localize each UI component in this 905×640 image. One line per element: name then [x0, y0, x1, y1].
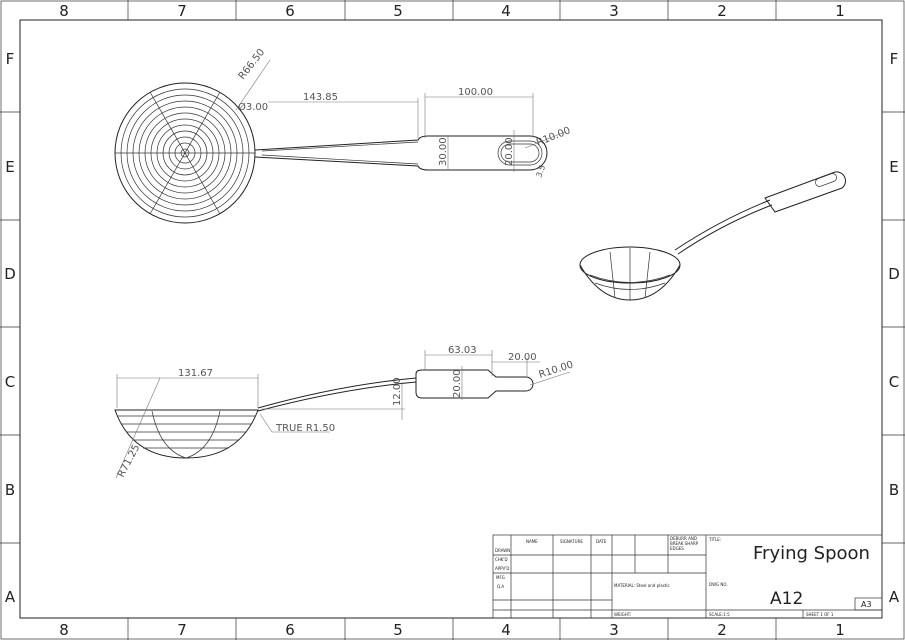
- header-date: DATE: [596, 539, 607, 544]
- zone-col-label: 5: [393, 621, 403, 639]
- sheet-number: SHEET 1 OF 1: [806, 612, 834, 617]
- dim-end-radius: R10.00: [538, 359, 575, 380]
- role-drawn: DRAWN: [495, 548, 510, 553]
- title-label: TITLE:: [708, 537, 721, 542]
- material-label: MATERIAL: Steel and plastic: [614, 583, 670, 588]
- shaft-profile: [257, 377, 417, 412]
- zone-col-label: 2: [717, 621, 727, 639]
- header-signature: SIGNATURE: [560, 539, 583, 544]
- zone-col-label: 3: [609, 621, 619, 639]
- zone-row-label: B: [889, 481, 899, 499]
- dim-fillet: TRUE R1.50: [275, 423, 335, 434]
- scale: SCALE:1:5: [709, 612, 730, 617]
- zone-row-label: C: [5, 373, 15, 391]
- zone-row-label: E: [889, 158, 898, 176]
- deburr-note: DEBURR AND: [670, 536, 697, 541]
- grip-profile: [415, 369, 534, 399]
- dim-bowl-radius: R66.50: [237, 47, 268, 82]
- zone-row-label: A: [889, 588, 900, 606]
- hanging-slot: [497, 140, 543, 166]
- zone-row-label: E: [5, 158, 14, 176]
- dim-grip-length: 100.00: [458, 87, 493, 98]
- zone-row-label: D: [4, 265, 16, 283]
- zone-col-label: 1: [835, 621, 845, 639]
- top-view-dimension-lines: [235, 59, 566, 172]
- zone-col-label: 2: [717, 2, 727, 20]
- zone-labels: 8 7 6 5 4 3 2 1 8 7 6 5 4 3 2 1 F E D C …: [4, 2, 900, 639]
- handle-outline: [254, 135, 548, 171]
- dim-wire-diameter: Ø3.00: [238, 101, 268, 113]
- zone-col-label: 7: [177, 621, 187, 639]
- sheet-size: A3: [861, 600, 872, 609]
- deburr-note: BREAK SHARP: [670, 541, 699, 546]
- zone-col-label: 3: [609, 2, 619, 20]
- zone-row-label: B: [5, 481, 15, 499]
- zone-row-label: F: [890, 50, 899, 68]
- role-mfg: MFG: [496, 575, 505, 580]
- zone-col-label: 4: [501, 621, 511, 639]
- zone-row-label: C: [889, 373, 899, 391]
- zone-col-label: 7: [177, 2, 187, 20]
- hanging-slot-inner: [500, 143, 540, 163]
- dim-rise: 12.00: [392, 377, 403, 406]
- dim-grip-width: 30.00: [438, 137, 449, 166]
- dim-grip-height: 20.00: [452, 369, 463, 398]
- drawing-title: Frying Spoon: [753, 543, 870, 564]
- drawing-number: A12: [770, 589, 803, 609]
- dim-bowl-diameter: 131.67: [178, 368, 213, 379]
- dim-neck-length: 20.00: [508, 352, 537, 363]
- bowl-wires: [118, 410, 255, 459]
- bowl-spokes: [115, 91, 255, 215]
- dim-slot-width: 20.00: [504, 137, 515, 166]
- side-view: 131.67 R71.25 TRUE R1.50 63.03 20.00 R10…: [114, 345, 575, 480]
- zone-col-label: 4: [501, 2, 511, 20]
- dim-small: 3.5: [534, 164, 547, 179]
- dim-shaft-length: 143.85: [303, 92, 338, 103]
- dwg-no-label: DWG NO.: [709, 582, 728, 587]
- zone-row-label: D: [888, 265, 900, 283]
- zone-row-label: F: [6, 50, 15, 68]
- dim-grip-length: 63.03: [448, 345, 477, 356]
- role-checked: CHK'D: [495, 557, 508, 562]
- deburr-note: EDGES: [670, 546, 684, 551]
- dim-bowl-radius: R71.25: [116, 443, 142, 480]
- role-qa: Q.A: [497, 584, 504, 589]
- zone-col-label: 8: [59, 621, 69, 639]
- title-block: NAME SIGNATURE DATE DEBURR AND BREAK SHA…: [492, 534, 883, 619]
- weight-label: WEIGHT:: [614, 612, 631, 617]
- zone-col-label: 5: [393, 2, 403, 20]
- drawing-frame: [19, 19, 883, 619]
- zone-col-label: 8: [59, 2, 69, 20]
- shaft-wires: [261, 141, 419, 165]
- side-view-dimension-lines: [115, 350, 571, 479]
- header-name: NAME: [526, 539, 538, 544]
- dim-slot-radius: R10.00: [535, 125, 572, 149]
- zone-col-label: 1: [835, 2, 845, 20]
- zone-row-label: A: [5, 588, 16, 606]
- top-view: R66.50 Ø3.00 143.85 100.00 30.00 20.00 R…: [114, 47, 572, 224]
- zone-col-label: 6: [285, 2, 295, 20]
- isometric-view: [579, 171, 846, 301]
- zone-col-label: 6: [285, 621, 295, 639]
- role-approved: APPV'D: [495, 566, 509, 571]
